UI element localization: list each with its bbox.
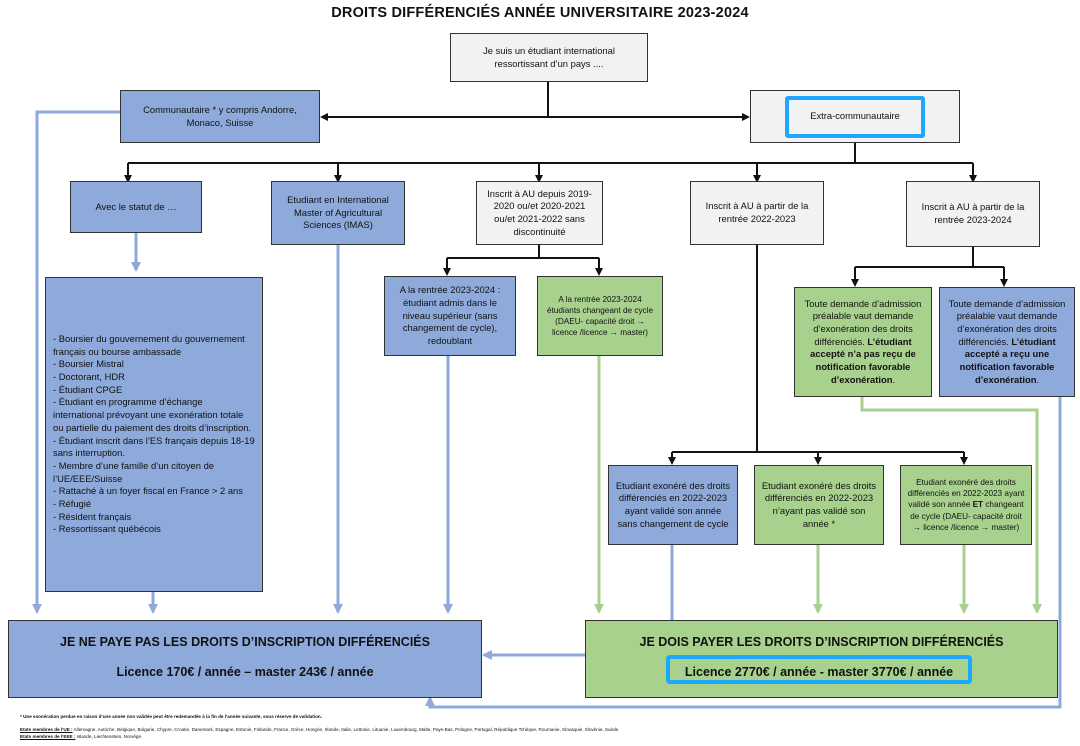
changeant-cycle-box: A la rentrée 2023-2024 étudiants changea… xyxy=(537,276,663,356)
result-ne-paye-pas-amounts: Licence 170€ / année – master 243€ / ann… xyxy=(116,665,374,679)
exonere-changement-text: Etudiant exonéré des droits différenciés… xyxy=(907,477,1025,532)
demande-recu-notification-box: Toute demande d’admission préalable vaut… xyxy=(939,287,1075,397)
footnote-ue-label: Etats membres de l’UE : xyxy=(20,727,73,732)
footnote-exoneration: * Une exonération perdue en raison d’une… xyxy=(20,714,323,719)
communautaire-box: Communautaire * y compris Andorre, Monac… xyxy=(120,90,320,143)
extra-communautaire-box: Extra-communautaire xyxy=(750,90,960,143)
exonere-changement-box: Etudiant exonéré des droits différenciés… xyxy=(900,465,1032,545)
footnote-eee: Etats membres de l’EEE : Islande, Liecht… xyxy=(20,734,142,739)
au-2019-text: Inscrit à AU depuis 2019-2020 ou/et 2020… xyxy=(487,187,592,237)
exonere-changement-post: changeant de cycle (DAEU- capacité droit… xyxy=(910,500,1024,532)
au-2022-box: Inscrit à AU à partir de la rentrée 2022… xyxy=(690,181,824,245)
changeant-cycle-text: A la rentrée 2023-2024 étudiants changea… xyxy=(546,294,654,338)
demande-recu-notification-text: Toute demande d’admission préalable vaut… xyxy=(948,297,1066,385)
exonere-valide-box: Etudiant exonéré des droits différenciés… xyxy=(608,465,738,545)
result-dois-payer: JE DOIS PAYER LES DROITS D’INSCRIPTION D… xyxy=(585,620,1058,698)
demande-pas-prefix: Toute demande d’admission préalable vaut… xyxy=(804,297,922,347)
demande-recu-bold: L’étudiant accepté a reçu une notificati… xyxy=(959,335,1056,385)
footnote-eee-list: Islande, Liechtenstein, Norvège. xyxy=(75,734,143,739)
exonere-changement-pre: Etudiant exonéré des droits différenciés… xyxy=(907,478,1025,510)
boursier-list-item: - Membre d’une famille d’un citoyen de l… xyxy=(53,459,215,484)
footnote-ue-list: Allemagne, Autriche, Belgique, Bulgarie,… xyxy=(72,727,620,732)
boursier-list-item: - Ressortissant québécois xyxy=(53,523,161,535)
boursier-list-box: - Boursier du gouvernement du gouverneme… xyxy=(45,277,263,592)
boursier-list-item: - Rattaché à un foyer fiscal en France >… xyxy=(53,485,243,497)
result-dois-payer-amounts: Licence 2770€ / année - master 3770€ / a… xyxy=(666,655,972,684)
boursier-list: - Boursier du gouvernement du gouverneme… xyxy=(53,333,255,536)
result-ne-paye-pas: JE NE PAYE PAS LES DROITS D’INSCRIPTION … xyxy=(8,620,482,698)
au-2022-text: Inscrit à AU à partir de la rentrée 2022… xyxy=(705,200,809,224)
exonere-valide-text: Etudiant exonéré des droits différenciés… xyxy=(615,479,731,529)
boursier-list-item: - Doctorant, HDR xyxy=(53,371,125,383)
result-dois-payer-title: JE DOIS PAYER LES DROITS D’INSCRIPTION D… xyxy=(639,635,1004,649)
root-question-text: Je suis un étudiant international ressor… xyxy=(483,44,615,69)
imas-text: Etudiant en International Master of Agri… xyxy=(287,193,389,231)
root-question-box: Je suis un étudiant international ressor… xyxy=(450,33,648,82)
boursier-list-item: - Boursier Mistral xyxy=(53,358,124,370)
communautaire-text: Communautaire * y compris Andorre, Monac… xyxy=(143,103,297,128)
exonere-non-valide-box: Etudiant exonéré des droits différenciés… xyxy=(754,465,884,545)
boursier-list-item: - Étudiant CPGE xyxy=(53,383,123,395)
extra-communautaire-text: Extra-communautaire xyxy=(810,110,900,122)
demande-pas-notification-box: Toute demande d’admission préalable vaut… xyxy=(794,287,932,397)
au-2023-text: Inscrit à AU à partir de la rentrée 2023… xyxy=(921,201,1025,225)
footnote-ue: Etats membres de l’UE : Allemagne, Autri… xyxy=(20,727,619,732)
statut-text: Avec le statut de … xyxy=(95,200,177,212)
statut-box: Avec le statut de … xyxy=(70,181,202,233)
result-ne-paye-pas-title: JE NE PAYE PAS LES DROITS D’INSCRIPTION … xyxy=(60,635,430,649)
demande-recu-prefix: Toute demande d’admission préalable vaut… xyxy=(948,297,1066,347)
boursier-list-item: - Résident français xyxy=(53,510,132,522)
au-2023-box: Inscrit à AU à partir de la rentrée 2023… xyxy=(906,181,1040,247)
diagram-title: DROITS DIFFÉRENCIÉS ANNÉE UNIVERSITAIRE … xyxy=(331,5,749,21)
boursier-list-item: - Étudiant en programme d’échange intern… xyxy=(53,396,252,433)
boursier-list-item: - Étudiant inscrit dans l’ES français de… xyxy=(53,434,255,459)
exonere-non-valide-text: Etudiant exonéré des droits différenciés… xyxy=(761,479,877,529)
footnote-eee-label: Etats membres de l’EEE : xyxy=(20,734,76,739)
extra-communautaire-highlight: Extra-communautaire xyxy=(785,95,925,138)
demande-pas-notification-text: Toute demande d’admission préalable vaut… xyxy=(804,297,922,385)
admis-niveau-text: A la rentrée 2023-2024 : étudiant admis … xyxy=(399,284,501,347)
exonere-changement-et: ET xyxy=(972,500,984,510)
admis-niveau-box: A la rentrée 2023-2024 : étudiant admis … xyxy=(384,276,516,356)
au-2019-box: Inscrit à AU depuis 2019-2020 ou/et 2020… xyxy=(476,181,603,245)
boursier-list-item: - Boursier du gouvernement du gouverneme… xyxy=(53,333,245,357)
imas-box: Etudiant en International Master of Agri… xyxy=(271,181,405,245)
boursier-list-item: - Réfugié xyxy=(53,497,92,509)
demande-pas-bold: L’étudiant accepté n’a pas reçu de notif… xyxy=(810,335,916,385)
